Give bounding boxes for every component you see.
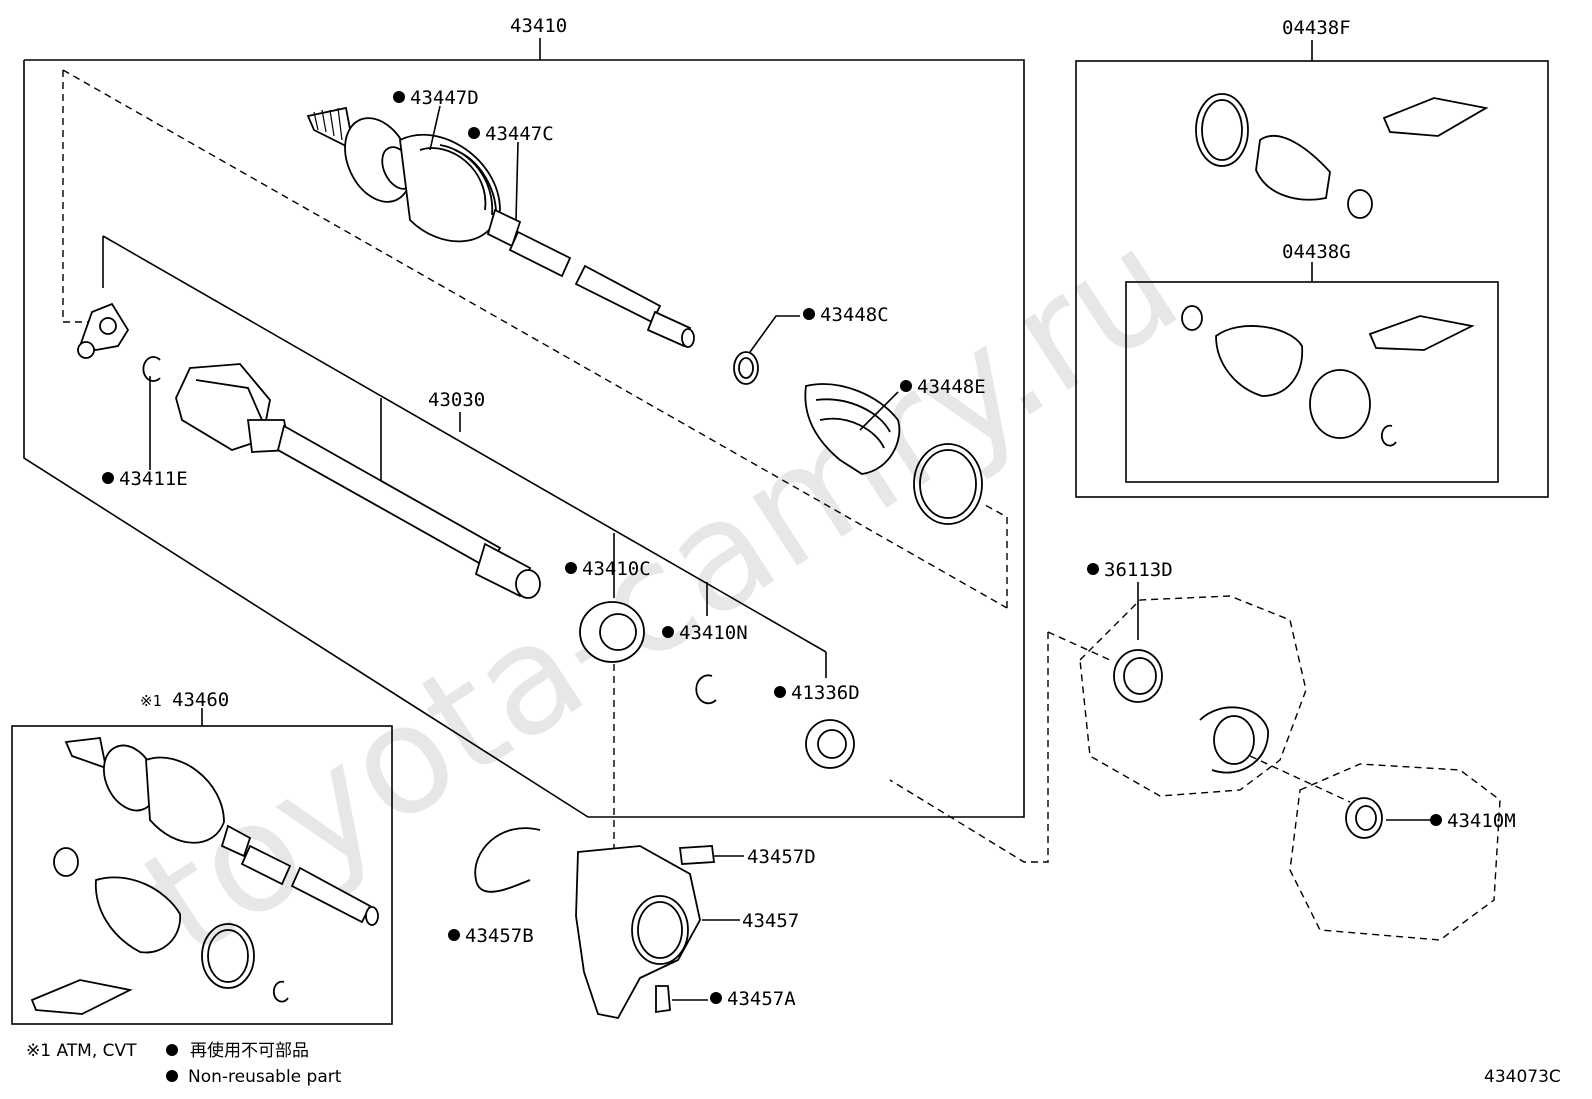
legend-jp: 再使用不可部品: [190, 1040, 309, 1061]
legend-note: ※1 ATM, CVT: [26, 1041, 137, 1061]
inner-driveshaft-illustration: [175, 363, 541, 599]
alt-assembly-mark: ※1: [140, 692, 162, 710]
leader-lines: [149, 105, 899, 470]
label-36113D: 36113D: [1104, 559, 1173, 581]
label-43460: 43460: [172, 689, 229, 711]
bearing-parts-illustration: [579, 601, 855, 769]
legend-dot-icon: [166, 1044, 178, 1056]
label-43457B: 43457B: [465, 925, 534, 947]
label-43457A: 43457A: [727, 988, 796, 1010]
label-43448C: 43448C: [820, 304, 889, 326]
tripod-joint-illustration: [77, 302, 161, 382]
label-04438G: 04438G: [1282, 241, 1351, 263]
legend-en: Non-reusable part: [188, 1067, 342, 1087]
legend: ※1 ATM, CVT 再使用不可部品 Non-reusable part: [26, 1040, 342, 1087]
label-04438F: 04438F: [1282, 17, 1351, 39]
label-43410M: 43410M: [1447, 810, 1516, 832]
label-43030: 43030: [428, 389, 485, 411]
part-labels: 43447D 43447C 43448C 43448E 43411E 43410…: [102, 87, 1516, 1010]
label-43410: 43410: [510, 15, 567, 37]
boot-kit-box: 04438F 04438G: [1075, 17, 1549, 498]
label-43457: 43457: [742, 910, 799, 932]
label-43411E: 43411E: [119, 468, 188, 490]
outer-driveshaft-illustration: [306, 106, 695, 348]
legend-dot-icon: [166, 1070, 178, 1082]
figure-id: 434073C: [1484, 1067, 1561, 1087]
transaxle-case-illustration: [889, 582, 1501, 941]
label-43457D: 43457D: [747, 846, 816, 868]
label-43410N: 43410N: [679, 622, 748, 644]
label-43410C: 43410C: [582, 558, 651, 580]
main-assembly-box: 43410 43030: [23, 15, 1025, 818]
label-43448E: 43448E: [917, 376, 986, 398]
alt-assembly-box: ※1 43460: [11, 689, 393, 1025]
label-43447C: 43447C: [485, 123, 554, 145]
boot-and-clamps-illustration: [733, 351, 983, 525]
label-41336D: 41336D: [791, 682, 860, 704]
bearing-bracket-illustration: [474, 664, 744, 1020]
label-43447D: 43447D: [410, 87, 479, 109]
